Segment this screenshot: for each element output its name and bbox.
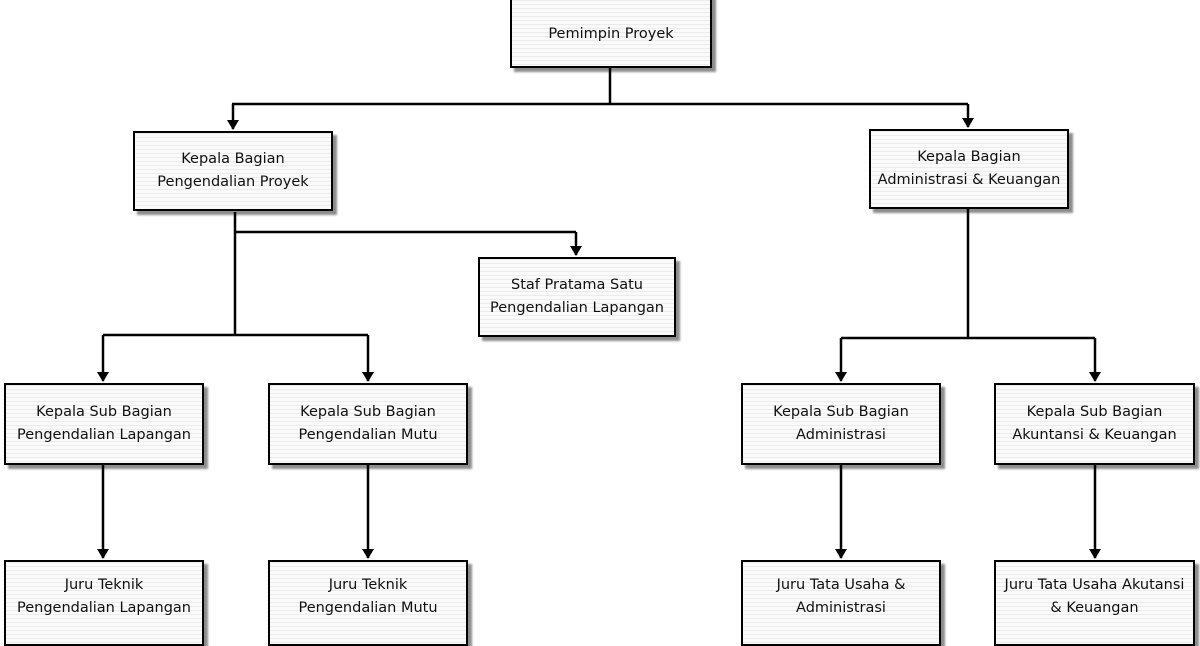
node-kasubbag-administrasi: Kepala Sub Bagian Administrasi <box>741 383 941 465</box>
node-line: Akuntansi & Keuangan <box>1012 427 1177 443</box>
node-line: Juru Tata Usaha Akutansi <box>1004 577 1185 593</box>
node-juru-teknik-lapangan: Juru Teknik Pengendalian Lapangan <box>4 560 204 646</box>
node-line: Kepala Sub Bagian <box>300 404 436 420</box>
node-line: Pengendalian Lapangan <box>489 300 664 316</box>
node-line: Administrasi <box>796 600 886 616</box>
node-line: Pengendalian Mutu <box>298 600 438 616</box>
node-kabag-pengendalian: Kepala Bagian Pengendalian Proyek <box>133 131 333 211</box>
node-line: Kepala Bagian <box>917 149 1021 165</box>
node-line: Pengendalian Proyek <box>157 174 309 190</box>
node-pemimpin-proyek: Pemimpin Proyek <box>510 0 712 68</box>
node-line: Juru Teknik <box>64 577 144 593</box>
node-line: Kepala Bagian <box>181 151 285 167</box>
node-line: Kepala Sub Bagian <box>36 404 172 420</box>
node-line: Kepala Sub Bagian <box>773 404 909 420</box>
node-kasubbag-lapangan: Kepala Sub Bagian Pengendalian Lapangan <box>4 383 204 465</box>
node-juru-teknik-mutu: Juru Teknik Pengendalian Mutu <box>268 560 468 646</box>
node-line: Juru Tata Usaha & <box>776 577 906 593</box>
node-line: Pemimpin Proyek <box>548 25 674 42</box>
node-line: Kepala Sub Bagian <box>1026 404 1163 420</box>
node-kabag-administrasi: Kepala Bagian Administrasi & Keuangan <box>869 129 1069 209</box>
node-line: Staf Pratama Satu <box>511 277 643 293</box>
node-juru-tata-usaha-keuangan: Juru Tata Usaha Akutansi & Keuangan <box>994 560 1195 646</box>
node-kasubbag-akuntansi: Kepala Sub Bagian Akuntansi & Keuangan <box>994 383 1195 465</box>
node-juru-tata-usaha-administrasi: Juru Tata Usaha & Administrasi <box>741 560 941 646</box>
node-line: Pengendalian Lapangan <box>16 600 191 616</box>
node-line: & Keuangan <box>1050 600 1139 616</box>
connector-lines <box>97 68 1101 559</box>
org-chart: Pemimpin Proyek Kepala Bagian Pengendali… <box>4 0 1195 646</box>
node-line: Pengendalian Mutu <box>298 427 438 443</box>
node-line: Administrasi <box>796 427 886 443</box>
node-staf-pratama: Staf Pratama Satu Pengendalian Lapangan <box>478 257 676 337</box>
node-line: Pengendalian Lapangan <box>16 427 191 443</box>
node-line: Administrasi & Keuangan <box>877 172 1061 188</box>
node-kasubbag-mutu: Kepala Sub Bagian Pengendalian Mutu <box>268 383 468 465</box>
node-line: Juru Teknik <box>328 577 408 593</box>
